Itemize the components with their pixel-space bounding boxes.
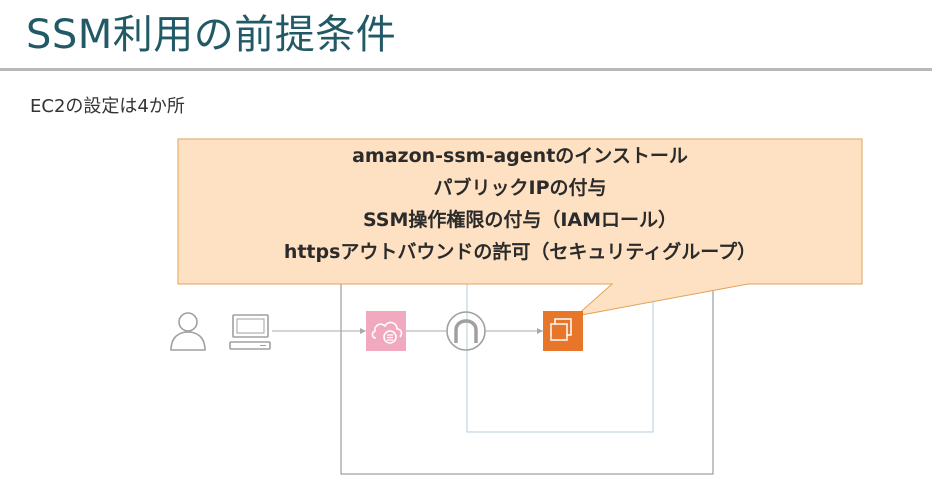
arrow-head [537,328,543,334]
user-icon [170,312,206,351]
callout-box [177,138,863,317]
internet-gateway-icon [446,311,486,351]
title-divider [0,68,932,71]
arrow-head [360,328,366,334]
callout-line-agent-install: amazon-ssm-agentのインストール [352,145,688,167]
ec2-instance-icon [543,311,583,351]
callout-line-iam-role: SSM操作権限の付与（IAMロール） [362,209,678,231]
callout-line-security-group: httpsアウトバウンドの許可（セキュリティグループ） [283,241,757,263]
page-title: SSM利用の前提条件 [26,12,397,58]
callout-line-public-ip: パブリックIPの付与 [433,177,607,199]
computer-icon [229,314,271,350]
page-subtitle: EC2の設定は4か所 [30,96,185,117]
systems-manager-icon [366,311,406,351]
callout-text: amazon-ssm-agentのインストール パブリックIPの付与 SSM操作… [178,140,862,268]
